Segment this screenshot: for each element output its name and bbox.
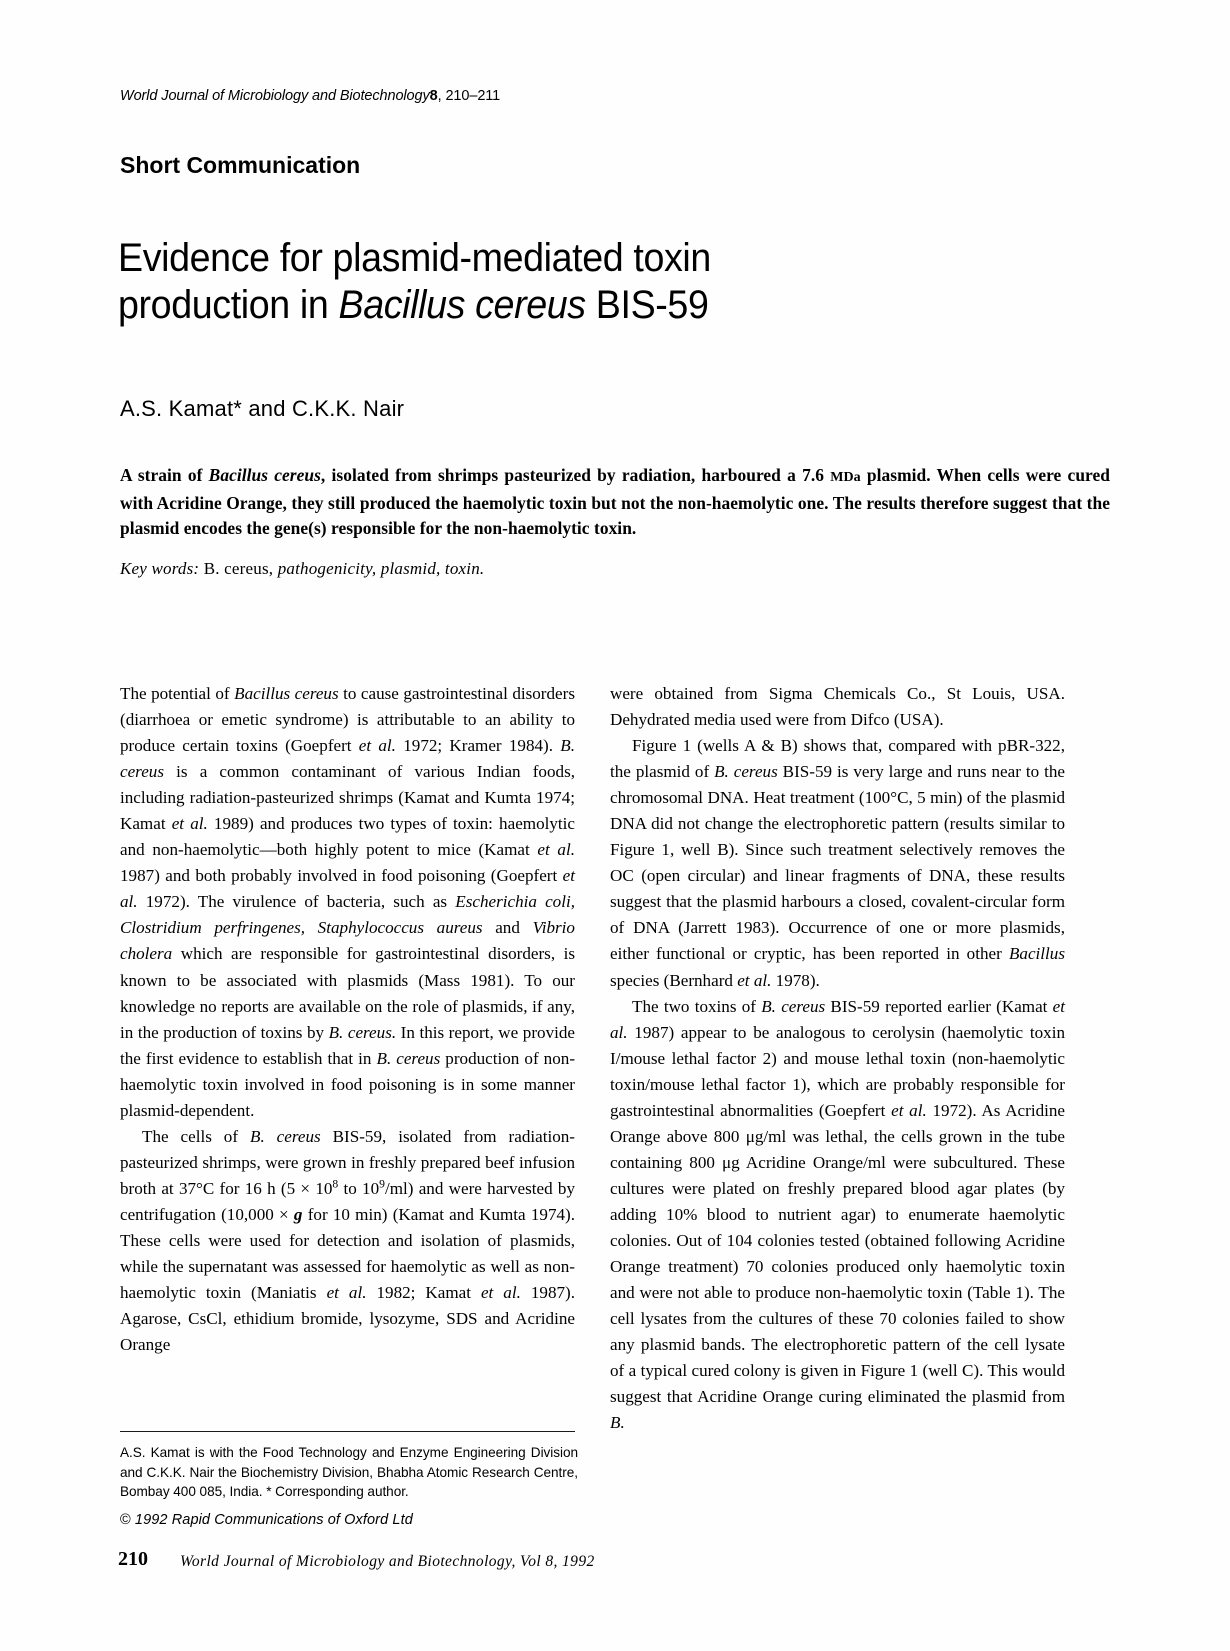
text-run: et al.	[891, 1100, 927, 1120]
running-head: World Journal of Microbiology and Biotec…	[120, 88, 500, 104]
text-run: The two toxins of	[632, 996, 762, 1016]
text-run: Escherichia coli, Clostridium perfringen…	[120, 892, 576, 938]
keywords-label: Key words:	[120, 559, 200, 578]
text-run: /ml) and were harvested by centrifugatio…	[120, 1178, 575, 1224]
text-run: B. cereus	[376, 1048, 441, 1068]
text-run: 1987). Agarose, CsCl, ethidium bromide, …	[120, 1283, 576, 1355]
abstract-part-1: A strain of	[120, 465, 209, 485]
text-run: The potential of	[120, 684, 235, 703]
text-run: 1972; Kramer 1984).	[395, 736, 561, 756]
body-paragraph: The cells of B. cereus BIS-59, isolated …	[120, 1124, 575, 1358]
text-run: is a common contaminant of various India…	[120, 762, 575, 834]
copyright-line: © 1992 Rapid Communications of Oxford Lt…	[120, 1512, 413, 1528]
text-run: to cause gastrointestinal disorders (dia…	[120, 684, 575, 756]
page-title: Evidence for plasmid-mediated toxin prod…	[118, 235, 945, 329]
superscript: 9	[379, 1177, 385, 1191]
text-run: and	[482, 918, 533, 938]
copyright-text: 1992 Rapid Communications of Oxford Ltd	[130, 1512, 413, 1528]
text-run: g	[293, 1204, 303, 1224]
running-head-journal: World Journal of Microbiology and Biotec…	[120, 88, 430, 104]
footer-journal-citation: World Journal of Microbiology and Biotec…	[180, 1553, 595, 1570]
keywords-terms: pathogenicity, plasmid, toxin.	[277, 559, 485, 578]
keywords-organism: B. cereus,	[199, 559, 278, 578]
text-run: 1987) and both probably involved in food…	[120, 866, 563, 886]
abstract-part-2: , isolated from shrimps pasteurized by r…	[320, 465, 831, 485]
body-paragraph: The two toxins of B. cereus BIS-59 repor…	[610, 994, 1065, 1437]
running-head-volume: 8	[429, 88, 438, 104]
title-line-1: Evidence for plasmid-mediated toxin	[118, 235, 711, 280]
text-run: In this report, we provide the first evi…	[120, 1022, 575, 1068]
text-run: 1982; Kamat	[366, 1283, 481, 1303]
text-run: Vibrio cholera	[120, 918, 575, 964]
text-run: The cells of	[142, 1126, 251, 1146]
text-run: B. cereus	[714, 762, 778, 782]
body-paragraph: were obtained from Sigma Chemicals Co., …	[610, 681, 1065, 733]
keywords-line: Key words: B. cereus, pathogenicity, pla…	[120, 559, 484, 579]
title-species: Bacillus cereus	[338, 282, 586, 327]
text-run: BIS-59, isolated from radiation-pasteuri…	[120, 1126, 575, 1198]
text-run: et al.	[358, 736, 396, 756]
body-paragraph: Figure 1 (wells A & B) shows that, compa…	[610, 733, 1065, 993]
text-run: B. cereus	[250, 1126, 321, 1146]
text-run: Bacillus cereus	[234, 684, 339, 703]
text-run: et al.	[480, 1283, 521, 1303]
superscript: 8	[332, 1177, 339, 1191]
running-head-pages: , 210–211	[437, 88, 501, 104]
text-run: were obtained from Sigma Chemicals Co., …	[610, 684, 1065, 730]
text-run: et al.	[326, 1283, 367, 1303]
text-run: B. cereus	[761, 996, 826, 1016]
text-run: BIS-59 reported earlier (Kamat	[825, 996, 1053, 1016]
text-run: to 10	[338, 1178, 380, 1198]
text-run: et al.	[120, 866, 575, 912]
article-type-kicker: Short Communication	[120, 152, 361, 178]
text-run: B.	[610, 1413, 625, 1433]
abstract-part-3: plasmid. When cells were cured with Acri…	[120, 465, 1110, 538]
text-run: for 10 min) (Kamat and Kumta 1974). Thes…	[120, 1204, 576, 1303]
title-line-2-pre: production in	[118, 282, 339, 327]
author-list: A.S. Kamat* and C.K.K. Nair	[120, 396, 405, 421]
copyright-icon: ©	[120, 1512, 131, 1528]
text-run: 1972). The virulence of bacteria, such a…	[137, 892, 456, 912]
text-run: 1972). As Acridine Orange above 800 μg/m…	[610, 1100, 1065, 1407]
abstract-unit-mda: MDa	[830, 470, 861, 485]
text-run: Figure 1 (wells A & B) shows that, compa…	[610, 736, 1065, 782]
text-run: production of non-haemolytic toxin invol…	[120, 1048, 576, 1120]
text-run: 1978).	[771, 970, 820, 990]
body-column-left: The potential of Bacillus cereus to caus…	[120, 681, 575, 1358]
text-run: Bacillus	[1008, 944, 1065, 964]
text-run: BIS-59 is very large and runs near to th…	[610, 762, 1065, 964]
body-paragraph: The potential of Bacillus cereus to caus…	[120, 681, 575, 1124]
text-run: 1989) and produces two types of toxin: h…	[120, 814, 576, 860]
page-number: 210	[118, 1548, 148, 1570]
text-run: B. cereus.	[328, 1022, 397, 1042]
text-run: B. cereus	[120, 736, 575, 782]
text-run: et al.	[610, 996, 1066, 1042]
text-run: species (Bernhard	[610, 970, 738, 990]
text-run: et al.	[737, 970, 772, 990]
text-run: et al.	[171, 814, 208, 834]
body-column-right: were obtained from Sigma Chemicals Co., …	[610, 681, 1065, 1436]
text-run: which are responsible for gastrointestin…	[120, 944, 575, 1042]
author-affiliation-footnote: A.S. Kamat is with the Food Technology a…	[120, 1445, 578, 1499]
title-line-2-post: BIS-59	[585, 282, 709, 327]
text-run: et al.	[537, 840, 575, 860]
text-run: 1987) appear to be analogous to cerolysi…	[610, 1022, 1065, 1120]
footnote-rule	[120, 1431, 575, 1432]
abstract-species: Bacillus cereus	[208, 465, 321, 485]
abstract: A strain of Bacillus cereus, isolated fr…	[120, 463, 1110, 542]
